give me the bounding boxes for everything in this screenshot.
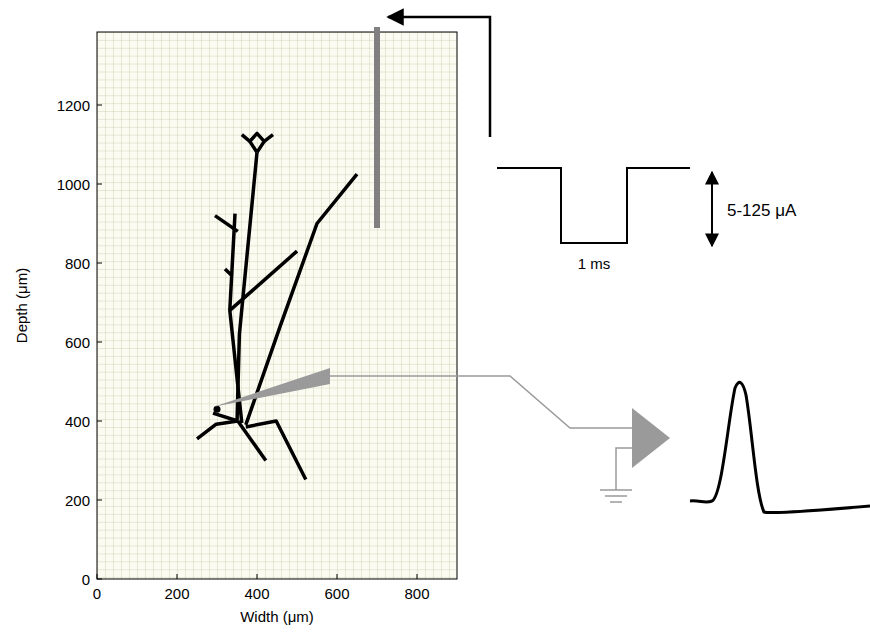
dendrite bbox=[197, 421, 238, 439]
tick-mark bbox=[97, 421, 102, 422]
tick-mark bbox=[97, 184, 102, 185]
soma bbox=[214, 406, 221, 413]
tick-label: 800 bbox=[404, 586, 429, 601]
tick-mark bbox=[97, 105, 102, 106]
tick-label: 0 bbox=[93, 586, 101, 601]
dendrite bbox=[225, 269, 231, 275]
dendrite bbox=[230, 214, 242, 423]
tick-label: 600 bbox=[324, 586, 349, 601]
recording-wire bbox=[330, 376, 632, 428]
amplifier-symbol bbox=[632, 408, 670, 468]
tick-label: 1000 bbox=[57, 177, 90, 192]
tick-label: 200 bbox=[65, 493, 90, 508]
duration-label: 1 ms bbox=[578, 256, 611, 271]
dendrite bbox=[213, 413, 238, 421]
tick-mark bbox=[97, 500, 102, 501]
dendrite bbox=[264, 135, 273, 142]
tick-mark bbox=[97, 342, 102, 343]
tick-mark bbox=[97, 263, 102, 264]
tick-mark bbox=[257, 574, 258, 579]
plot-frame bbox=[97, 32, 457, 579]
stimulus-lead bbox=[388, 17, 490, 137]
tick-label: 600 bbox=[65, 335, 90, 350]
dendrite bbox=[215, 216, 238, 232]
tick-mark bbox=[417, 574, 418, 579]
plot-ground bbox=[97, 32, 457, 579]
axis-ticks bbox=[97, 105, 417, 579]
amplitude-arrow bbox=[711, 172, 713, 246]
tick-mark bbox=[177, 574, 178, 579]
tick-label: 400 bbox=[244, 586, 269, 601]
amplitude-label: 5-125 μA bbox=[727, 202, 796, 219]
stimulus-pulse bbox=[497, 168, 690, 243]
ground-wire bbox=[616, 448, 632, 490]
recording-pipette bbox=[213, 368, 330, 407]
dendrite bbox=[250, 133, 264, 152]
neuron-morphology bbox=[197, 133, 357, 479]
dendrite bbox=[242, 135, 250, 142]
grid bbox=[97, 32, 457, 579]
dendrite bbox=[230, 251, 297, 310]
ground-symbol bbox=[600, 490, 632, 502]
tick-label: 200 bbox=[164, 586, 189, 601]
axis-title: Depth (μm) bbox=[15, 267, 30, 342]
tick-label: 800 bbox=[65, 256, 90, 271]
action-potential-trace bbox=[690, 382, 870, 512]
tick-label: 0 bbox=[82, 572, 90, 587]
dendrite bbox=[246, 421, 306, 479]
stimulating-electrode bbox=[374, 27, 380, 228]
tick-mark bbox=[337, 574, 338, 579]
axis-title: Width (μm) bbox=[240, 609, 314, 624]
tick-label: 1200 bbox=[57, 98, 90, 113]
tick-label: 400 bbox=[65, 414, 90, 429]
